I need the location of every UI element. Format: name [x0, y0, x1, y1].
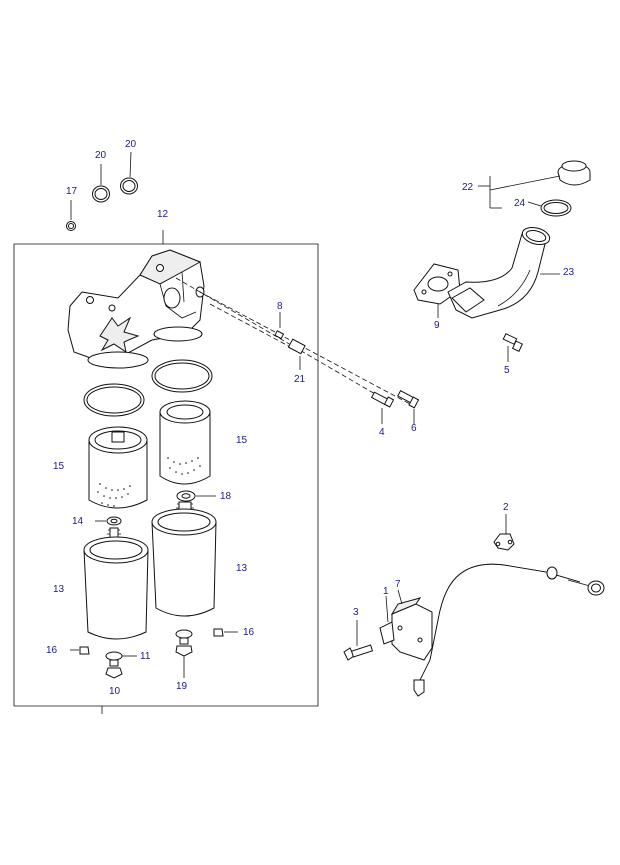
filler-cap	[489, 160, 591, 191]
callout-16-left: 16	[46, 645, 58, 656]
callout-9: 9	[434, 320, 440, 331]
filler-pipe	[447, 226, 560, 319]
filter-element-right	[159, 400, 211, 485]
callout-8: 8	[277, 301, 283, 312]
seal-ring-right	[151, 359, 213, 393]
bolt-6	[397, 389, 420, 424]
seal-ring-left	[83, 383, 145, 417]
callout-6: 6	[411, 423, 417, 434]
plug-21	[287, 338, 306, 370]
callout-1: 1	[383, 586, 389, 597]
callout-18: 18	[220, 491, 232, 502]
flange-1	[379, 595, 395, 645]
callout-24: 24	[514, 198, 526, 209]
callout-15-right: 15	[236, 435, 248, 446]
filter-bowl-right	[151, 508, 217, 617]
bolt-4	[370, 391, 395, 424]
callout-7: 7	[395, 579, 401, 590]
screw-16-right	[213, 628, 238, 637]
filter-left-perforation	[97, 483, 131, 507]
screw-16-left	[70, 646, 90, 655]
gasket-7	[390, 589, 433, 661]
filter-head	[67, 249, 205, 369]
callout-12: 12	[157, 209, 169, 220]
washer-14	[95, 516, 122, 526]
callout-20-left: 20	[95, 150, 107, 161]
callout-5: 5	[504, 365, 510, 376]
callout-22-bracket	[478, 176, 502, 209]
pin-8	[274, 312, 285, 340]
bowl-drain-left	[105, 651, 137, 679]
filter-element-left	[88, 426, 148, 509]
callout-4: 4	[379, 427, 385, 438]
callout-15-left: 15	[53, 461, 65, 472]
dipstick-tube	[413, 563, 581, 697]
callout-labels: 20 20 17 12 8 21 4 6 15 15 18 14 13 13 1…	[46, 139, 575, 697]
callout-14: 14	[72, 516, 84, 527]
callout-13-right: 13	[236, 563, 248, 574]
callout-13-left: 13	[53, 584, 65, 595]
dipstick-handle	[567, 579, 605, 596]
filter-right-perforation	[167, 457, 201, 475]
bolt-centerlines	[175, 277, 411, 405]
callout-21: 21	[294, 374, 306, 385]
o-ring-20-right	[120, 151, 138, 195]
callout-19: 19	[176, 681, 188, 692]
bowl-drain-right	[175, 629, 193, 678]
callout-3: 3	[353, 607, 359, 618]
callout-23: 23	[563, 267, 575, 278]
bolt-5	[502, 333, 523, 362]
callout-16-right: 16	[243, 627, 255, 638]
callout-10: 10	[109, 686, 121, 697]
o-ring-20-left	[92, 164, 110, 203]
filter-bowl-left	[83, 536, 149, 640]
callout-22: 22	[462, 182, 474, 193]
callout-20-right: 20	[125, 139, 137, 150]
callout-2: 2	[503, 502, 509, 513]
bracket-2	[493, 514, 515, 551]
washer-18	[176, 490, 216, 502]
o-ring-24	[527, 199, 572, 217]
o-ring-17	[66, 200, 76, 231]
callout-17: 17	[66, 186, 78, 197]
callout-11: 11	[140, 651, 151, 662]
bolt-3	[343, 620, 374, 661]
filter-assembly-frame	[13, 230, 319, 714]
